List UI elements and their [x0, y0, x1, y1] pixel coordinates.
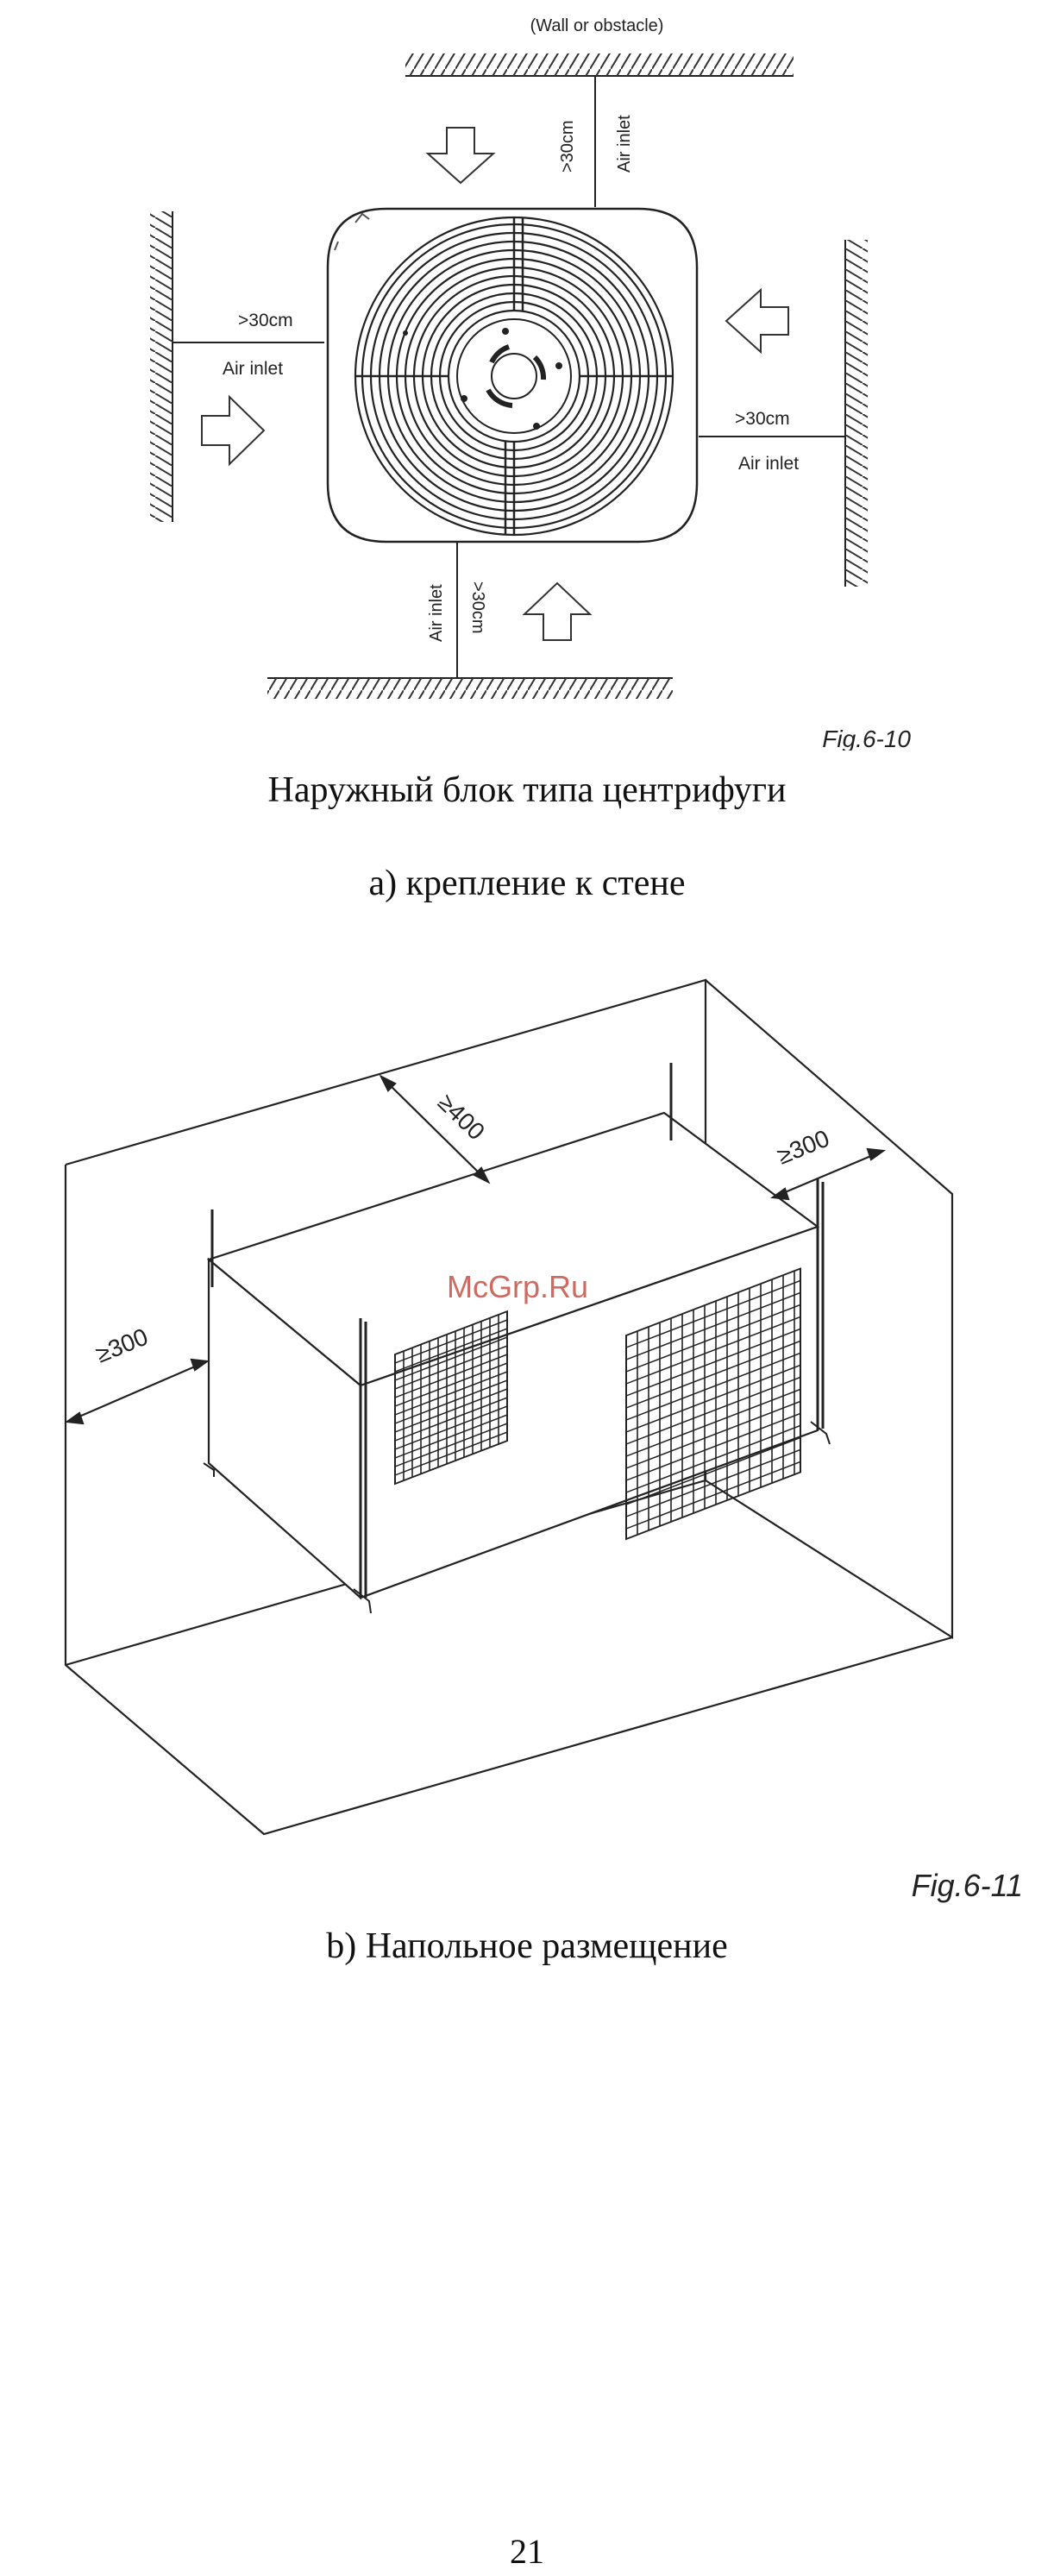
clearance-left-label: >30cm [238, 311, 293, 330]
right-wall [845, 240, 868, 587]
clearance-bottom-label: >30cm [468, 581, 487, 634]
dim-left-label: ≥300 [92, 1323, 152, 1368]
page-number: 21 [0, 2531, 1054, 2572]
watermark: McGrp.Ru [447, 1269, 588, 1304]
wall-label: (Wall or obstacle) [530, 16, 664, 35]
left-wall [150, 211, 173, 522]
inlet-top-label: Air inlet [615, 115, 634, 173]
fig-6-10-label: Fig.6-10 [822, 726, 911, 751]
arrow-left-icon [726, 290, 788, 352]
caption-wall-mount: a) крепление к стене [0, 863, 1054, 904]
arrow-right-icon [202, 397, 264, 464]
inlet-bottom-label: Air inlet [427, 584, 446, 642]
caption-unit-type: Наружный блок типа центрифуги [0, 770, 1054, 811]
top-wall [405, 53, 794, 76]
outdoor-unit-box [209, 1113, 818, 1598]
inlet-left-label: Air inlet [223, 359, 283, 379]
arrow-down-icon [428, 128, 493, 183]
figure-6-10: (Wall or obstacle) >30cm Air inlet >30cm… [0, 0, 1054, 751]
bottom-wall [267, 678, 673, 699]
fan-hub [457, 319, 571, 433]
dim-right-label: ≥300 [774, 1125, 833, 1170]
figure-6-11: ≥400 ≥300 ≥300 McGrp.Ru Fig.6-11 [0, 949, 1054, 1932]
arrow-up-icon [524, 583, 590, 640]
caption-floor-mount: b) Напольное размещение [0, 1926, 1054, 1967]
clearance-right-label: >30cm [735, 409, 790, 429]
inlet-right-label: Air inlet [738, 454, 799, 474]
clearance-top-label: >30cm [558, 120, 577, 173]
fig-6-11-label: Fig.6-11 [912, 1868, 1023, 1903]
outdoor-unit [328, 209, 697, 542]
